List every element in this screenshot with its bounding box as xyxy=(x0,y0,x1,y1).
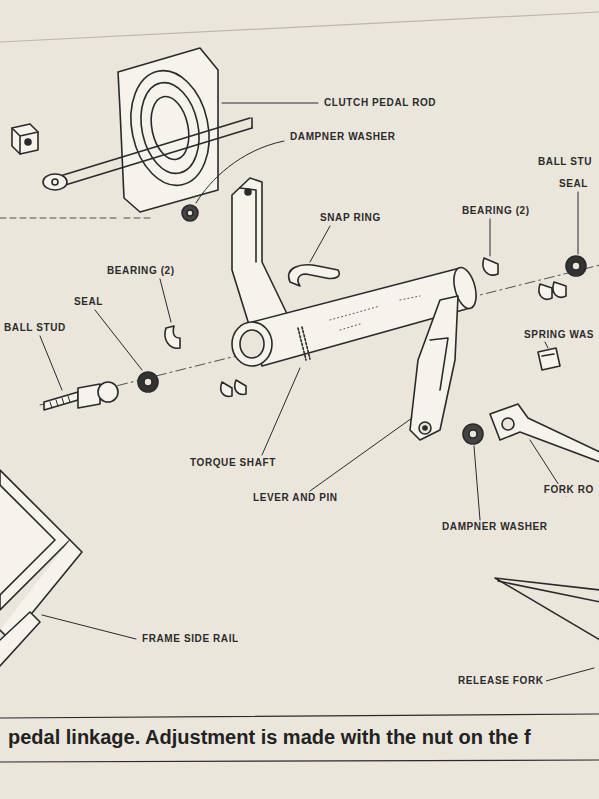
part-label: SNAP RING xyxy=(318,212,383,224)
part-label: BALL STU xyxy=(536,156,594,168)
page-edge xyxy=(0,12,599,42)
figure-caption: pedal linkage. Adjustment is made with t… xyxy=(8,726,531,749)
part-label: LEVER AND PIN xyxy=(251,492,340,504)
release-fork xyxy=(495,578,599,640)
lever-and-pin xyxy=(410,296,458,440)
seal xyxy=(138,372,158,392)
part-label: TORQUE SHAFT xyxy=(188,457,278,469)
part-label: BEARING (2) xyxy=(105,265,177,277)
clutch-pedal-rod xyxy=(0,118,252,218)
spring-washer xyxy=(538,348,560,370)
part-label: CLUTCH PEDAL ROD xyxy=(322,97,438,109)
caption-rule xyxy=(0,714,599,762)
ball-stud xyxy=(44,382,118,410)
bearing xyxy=(165,326,246,396)
snap-ring xyxy=(289,265,340,286)
pedal-rod-bracket xyxy=(118,48,219,212)
part-label: BEARING (2) xyxy=(460,205,532,217)
part-label: FRAME SIDE RAIL xyxy=(140,633,241,645)
part-label: DAMPNER WASHER xyxy=(288,131,398,143)
dampner-washer xyxy=(463,424,483,444)
centre-line xyxy=(40,265,599,405)
part-label: SEAL xyxy=(557,178,590,190)
leader-line xyxy=(40,103,594,681)
part-label: FORK RO xyxy=(542,484,596,496)
dampner-washer xyxy=(182,205,198,221)
frame-side-rail xyxy=(0,470,82,666)
part-label: SPRING WAS xyxy=(522,329,596,341)
bearing xyxy=(483,258,566,299)
part-label: DAMPNER WASHER xyxy=(440,521,550,533)
part-label: SEAL xyxy=(72,296,105,308)
bushing-block xyxy=(12,124,38,154)
fork-rod xyxy=(490,404,599,462)
part-label: RELEASE FORK xyxy=(456,675,546,687)
seal xyxy=(566,256,586,276)
part-label: BALL STUD xyxy=(2,322,68,334)
